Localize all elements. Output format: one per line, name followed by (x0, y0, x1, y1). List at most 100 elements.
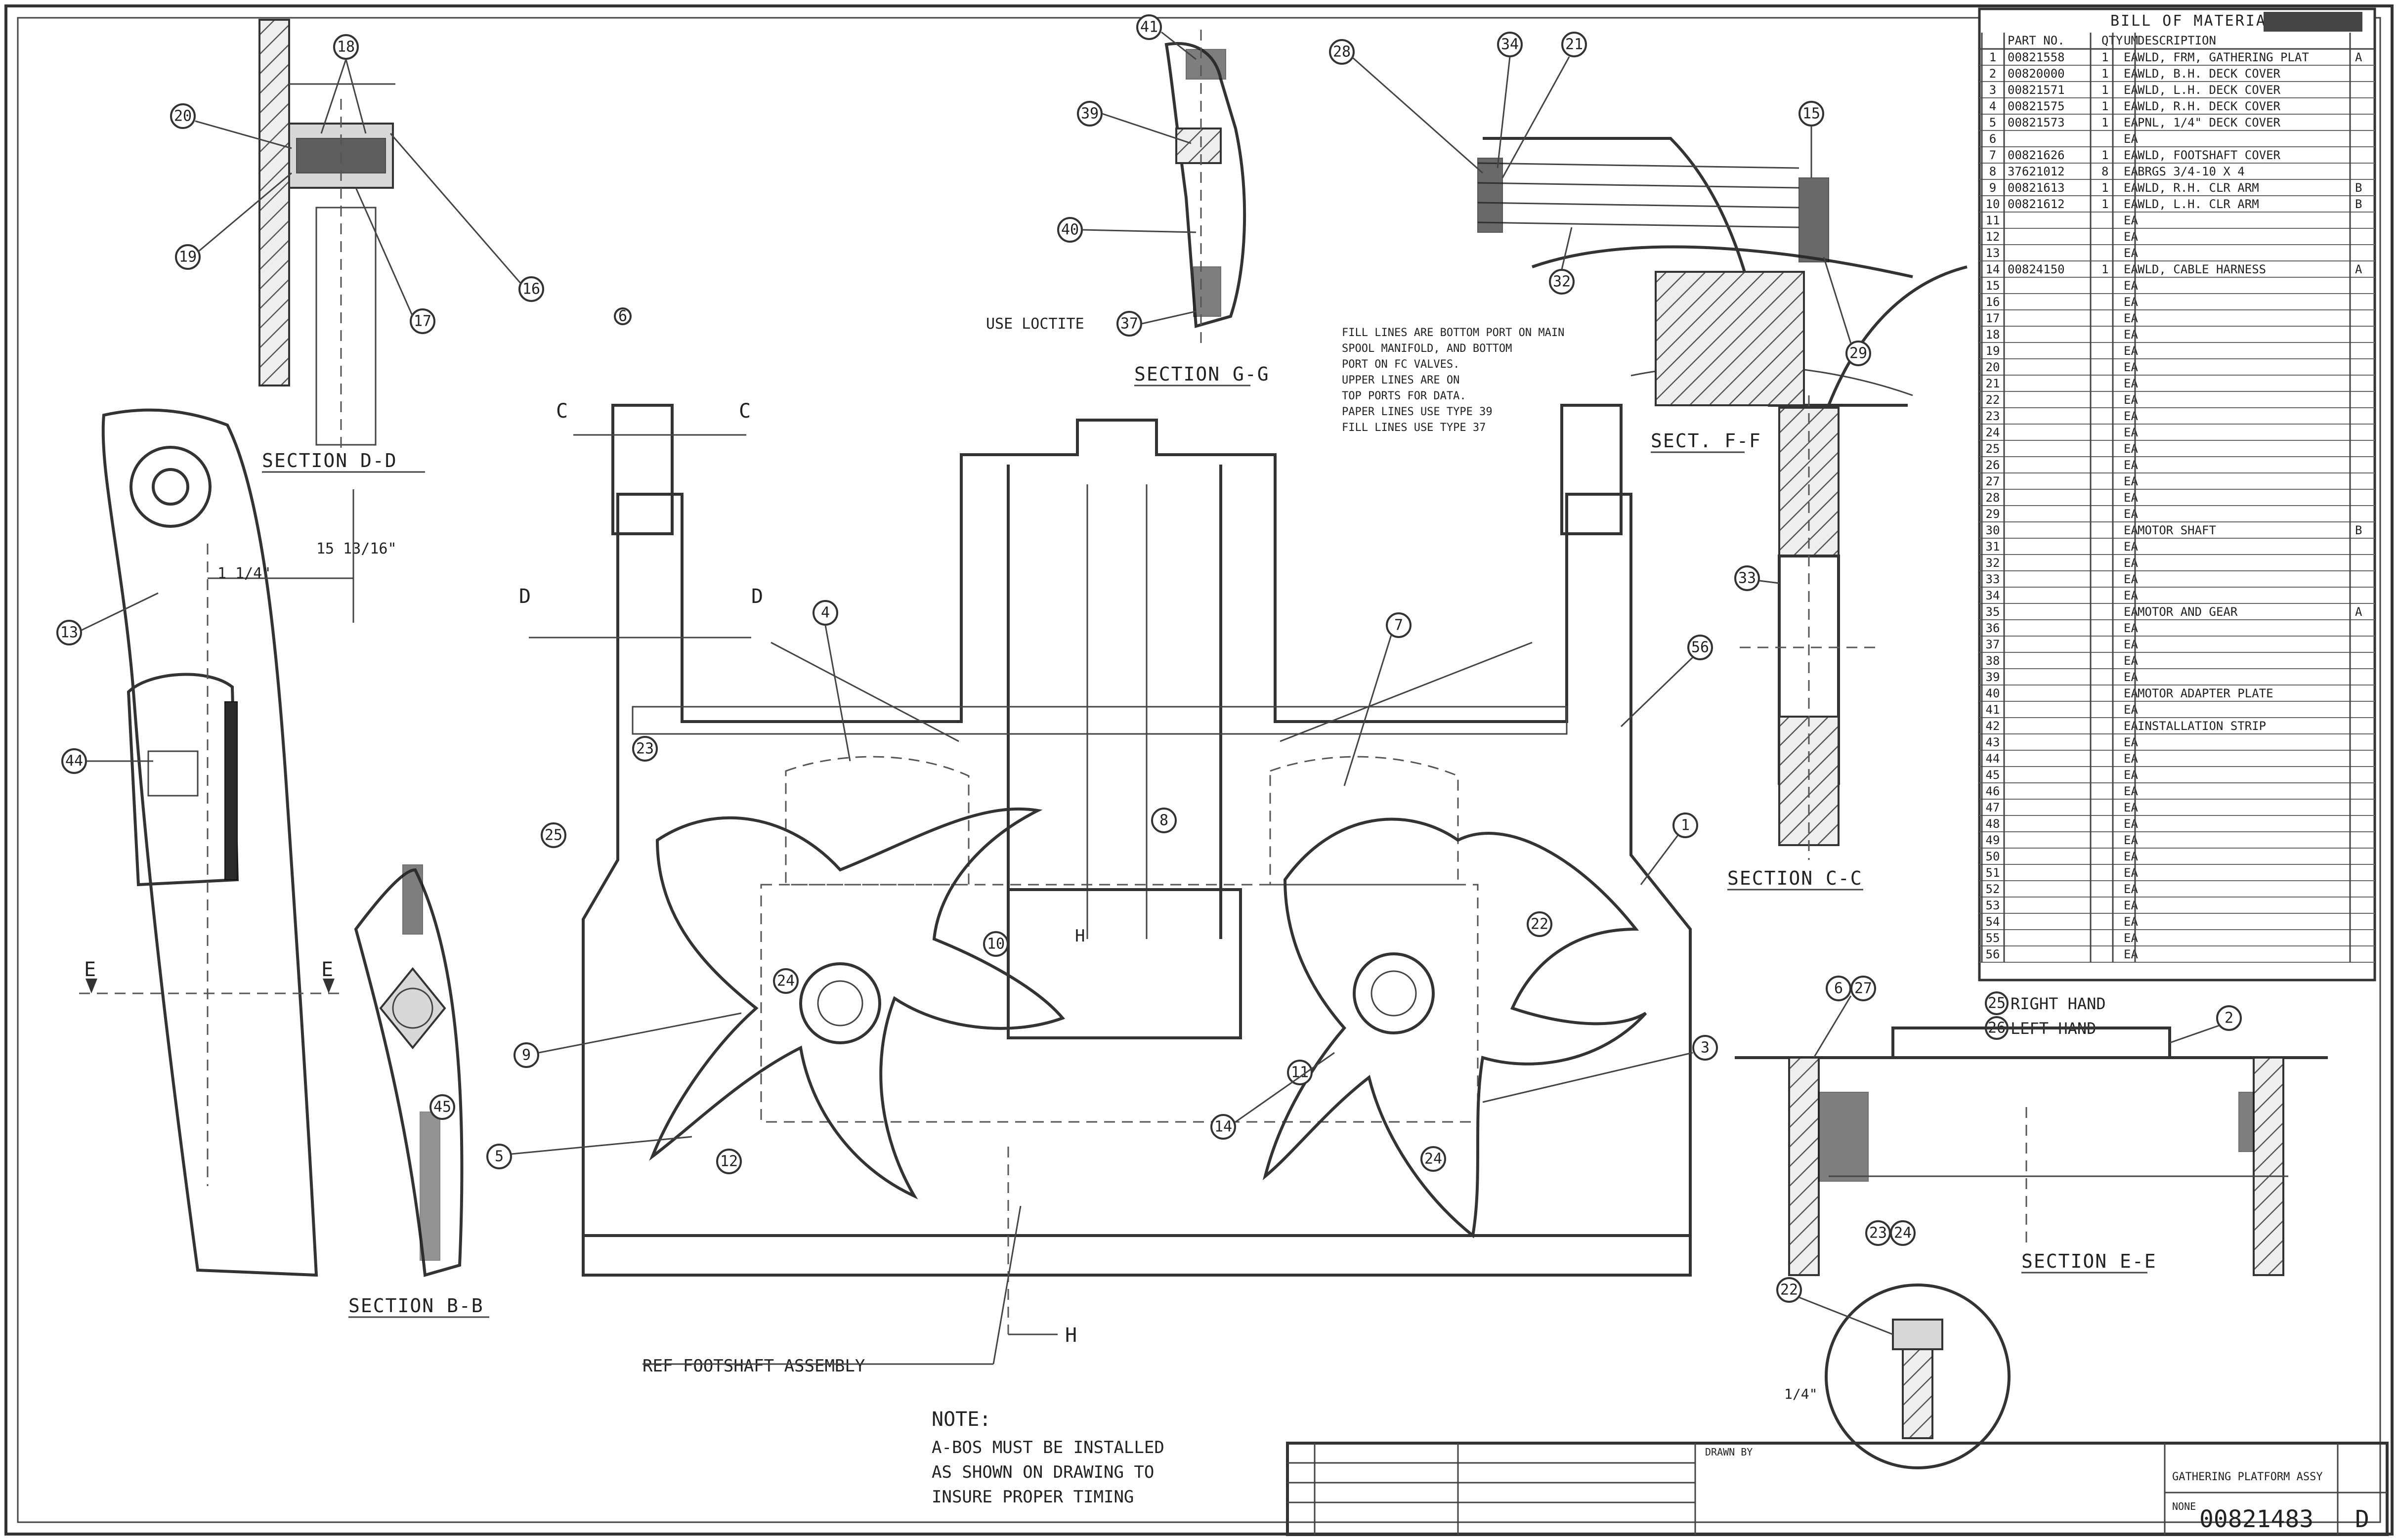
bom-cell: WLD, L.H. CLR ARM (2138, 197, 2259, 211)
sheet-border (4, 4, 2394, 1536)
callout-16: 16 (518, 276, 544, 302)
bom-cell: 10 (1986, 197, 2000, 211)
bom-cell: EA (2124, 801, 2138, 814)
svg-text:15: 15 (1802, 105, 1820, 123)
section-f-f-view: 28 34 21 32 29 15 SECT. F-F (1329, 32, 1968, 453)
callout-23: 23 (1865, 1220, 1891, 1246)
svg-text:23: 23 (1869, 1225, 1887, 1242)
bom-cell: EA (2124, 540, 2138, 554)
callout-34: 34 (1497, 32, 1523, 57)
callout-24-right: 24 (1420, 1146, 1446, 1172)
bom-cell: 20 (1986, 360, 2000, 374)
bom-cell: EA (2124, 197, 2138, 211)
callout-23-main: 23 (632, 736, 658, 762)
bom-cell: 37 (1986, 638, 2000, 651)
bom-cell: 33 (1986, 572, 2000, 586)
bom-cell: EA (2124, 279, 2138, 293)
bom-cell: EA (2124, 882, 2138, 896)
svg-text:10: 10 (987, 936, 1005, 953)
section-a-a-view: 1 1/4" 15 13/16" E E 13 44 (56, 408, 397, 1277)
drawn-by-label: DRAWN BY (1705, 1446, 1753, 1458)
callout-24-left: 24 (773, 968, 799, 994)
bom-cell: 19 (1986, 344, 2000, 358)
callout-2: 2 (2216, 1005, 2242, 1031)
bom-cell: EA (2124, 295, 2138, 309)
callout-4: 4 (813, 600, 838, 626)
bom-cell: 50 (1986, 850, 2000, 863)
bom-cell: 8 (2101, 165, 2108, 178)
callout-40: 40 (1057, 217, 1083, 243)
svg-text:56: 56 (1691, 639, 1709, 656)
svg-text:22: 22 (1531, 916, 1548, 933)
bom-cell: 00821613 (2008, 181, 2065, 195)
bom-cell: 53 (1986, 898, 2000, 912)
bom-cell: 54 (1986, 915, 2000, 929)
note-line-3: INSURE PROPER TIMING (932, 1487, 1134, 1507)
svg-text:32: 32 (1553, 273, 1571, 291)
section-arrow-h-bottom: H (1065, 1324, 1077, 1347)
callout-22-main: 22 (1527, 911, 1552, 937)
bom-cell: 42 (1986, 719, 2000, 733)
bom-cell: EA (2124, 409, 2138, 423)
callout-41: 41 (1136, 14, 1162, 40)
bom-cell: 34 (1986, 589, 2000, 602)
bom-cell: EA (2124, 572, 2138, 586)
callout-5: 5 (486, 1144, 512, 1169)
bom-cell: EA (2124, 703, 2138, 717)
bom-cell: EA (2124, 181, 2138, 195)
callout-22: 22 (1776, 1277, 1802, 1303)
bom-cell: 00821575 (2008, 99, 2065, 113)
bom-cell: 1 (1989, 50, 1996, 64)
svg-text:13: 13 (60, 624, 78, 642)
bom-cell: 35 (1986, 605, 2000, 619)
bom-cell: EA (2124, 246, 2138, 260)
bom-cell: EA (2124, 817, 2138, 831)
callout-45: 45 (429, 1094, 455, 1120)
bom-cell: EA (2124, 214, 2138, 227)
callout-20: 20 (170, 103, 196, 129)
bom-cell: EA (2124, 132, 2138, 146)
fill-note-line-3: PORT ON FC VALVES. (1342, 358, 1459, 371)
fill-note-line-2: SPOOL MANIFOLD, AND BOTTOM (1342, 342, 1512, 355)
bom-cell: 26 (1986, 458, 2000, 472)
bom-cell: WLD, B.H. DECK COVER (2138, 67, 2281, 81)
section-g-g-view: 41 39 40 37 USE LOCTITE SECTION G-G (986, 14, 1269, 386)
bom-cell: EA (2124, 621, 2138, 635)
bom-cell: 1 (2101, 67, 2108, 81)
callout-44: 44 (61, 748, 87, 774)
callout-7: 7 (1386, 612, 1412, 638)
bom-cell: EA (2124, 50, 2138, 64)
bom-cell: 3 (1989, 83, 1996, 97)
bom-cell: WLD, FRM, GATHERING PLAT (2138, 50, 2309, 64)
bom-header-cell: DESCRIPTION (2138, 34, 2216, 47)
bom-cell: B (2355, 181, 2362, 195)
main-assembly-view: C C D D H H 1 4 7 56 3 5 9 8 14 11 10 12… (486, 307, 1718, 1376)
bill-of-material: BILL OF MATERIAL PART NO.QTYUMDESCRIPTIO… (1978, 7, 2376, 982)
bom-cell: 47 (1986, 801, 2000, 814)
svg-text:27: 27 (1854, 980, 1872, 997)
callout-8: 8 (1151, 808, 1177, 833)
bom-cell: 1 (2101, 262, 2108, 276)
bom-cell: 38 (1986, 654, 2000, 668)
bom-cell: 00821573 (2008, 116, 2065, 129)
svg-text:21: 21 (1565, 36, 1583, 53)
section-e-e-view: 1/4" 6 27 2 22 23 24 SECTION E-E (1735, 976, 2328, 1469)
section-c-c-label: SECTION C-C (1727, 867, 1863, 889)
